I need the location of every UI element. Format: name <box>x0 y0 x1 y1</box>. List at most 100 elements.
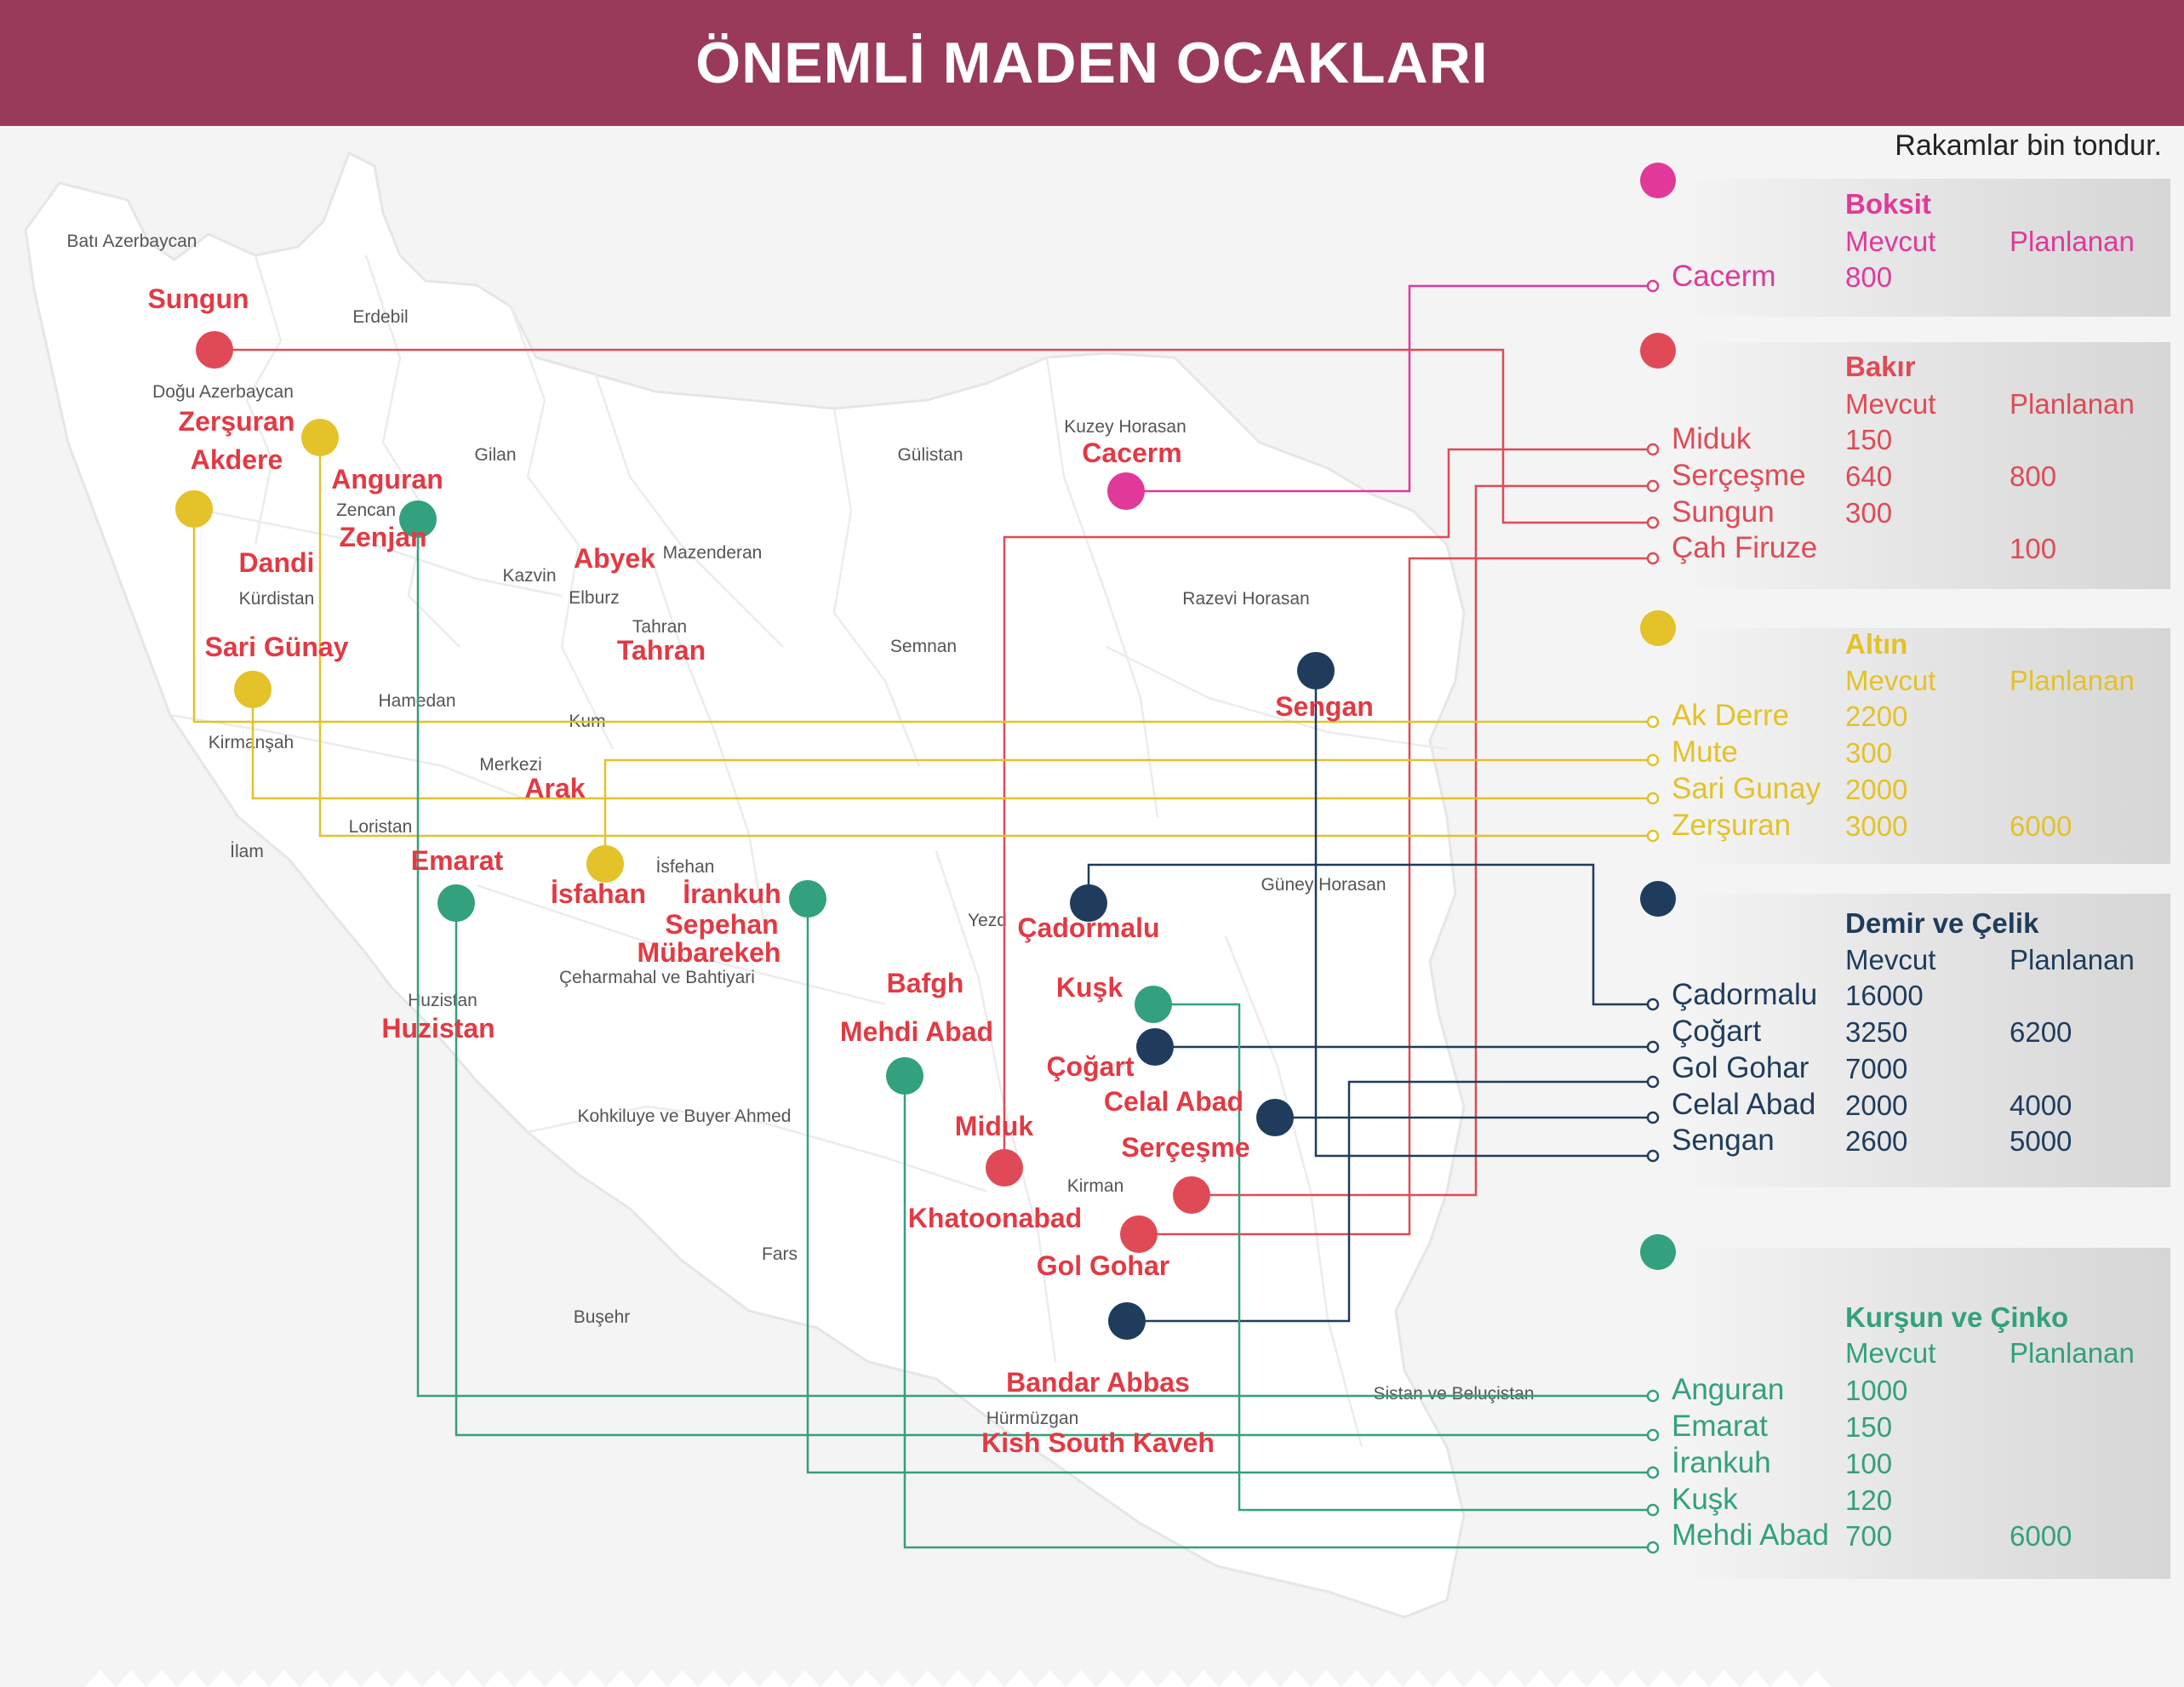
legend-row-current: 300 <box>1845 496 1893 529</box>
mine-label-anguran: Anguran <box>331 464 443 495</box>
mine-marker-kursun <box>789 880 826 918</box>
legend-row-current: 1000 <box>1845 1374 1908 1406</box>
legend-row-name-mute: Mute <box>1672 735 1738 769</box>
legend-row-name-ak-derre: Ak Derre <box>1672 699 1790 733</box>
legend-row-current: 700 <box>1845 1519 1893 1552</box>
connector-line-kursun <box>455 903 1653 1437</box>
legend-row-current: 2600 <box>1845 1124 1908 1157</box>
mine-label-tahran: Tahran <box>617 635 706 666</box>
province-label-g-listan: Gülistan <box>897 445 963 465</box>
mine-marker-altin <box>175 490 213 528</box>
legend-row-current: 2000 <box>1845 1089 1908 1121</box>
mine-label-sungun: Sungun <box>147 283 249 314</box>
legend-row-planned: 6000 <box>2010 809 2073 842</box>
legend-col-current: Mevcut <box>1845 943 1936 975</box>
legend-row-name-sungun: Sungun <box>1672 495 1775 529</box>
mine-markers <box>175 331 1335 1340</box>
mine-label-dandi: Dandi <box>239 547 315 578</box>
connector-end-demir <box>1646 1149 1660 1163</box>
legend-dot-bakir <box>1640 333 1676 369</box>
mine-labels: SungunZerşuranAkdereAnguranZenjanDandiSa… <box>147 283 1373 1458</box>
legend-panel-kursun <box>1681 1248 2170 1579</box>
mine-label-gol-gohar: Gol Gohar <box>1037 1250 1169 1281</box>
province-label-razevi-horasan: Razevi Horasan <box>1182 589 1309 609</box>
unit-note: Rakamlar bin tondur. <box>1895 129 2162 162</box>
province-label-do-u-azerbaycan: Doğu Azerbaycan <box>152 382 294 402</box>
mine-marker-kursun <box>1135 986 1172 1023</box>
legend-row-planned: 6200 <box>2010 1015 2073 1048</box>
mine-label-bandar-abbas: Bandar Abbas <box>1006 1367 1190 1398</box>
connector-line-kursun <box>1153 1003 1653 1512</box>
connector-end-demir <box>1646 1111 1660 1124</box>
legend-row-name-zer-uran: Zerşuran <box>1672 809 1792 843</box>
connector-line-bakir <box>1192 484 1653 1197</box>
province-label-eharmahal-ve-bahtiyari: Çeharmahal ve Bahtiyari <box>559 968 755 987</box>
mine-label-adormalu: Çadormalu <box>1017 912 1159 943</box>
province-label-g-ney-horasan: Güney Horasan <box>1261 875 1386 895</box>
connector-end-altin <box>1646 715 1660 729</box>
legend-row-planned: 4000 <box>2010 1089 2073 1121</box>
legend-row-current: 800 <box>1845 260 1893 293</box>
mine-marker-demir <box>1297 652 1335 689</box>
mine-marker-demir <box>1070 884 1107 922</box>
connector-line-demir <box>1314 671 1653 1158</box>
legend-col-planned: Planlanan <box>2010 664 2135 696</box>
province-label-yezd: Yezd <box>968 911 1007 930</box>
legend-row-current: 150 <box>1845 1410 1893 1443</box>
connector-end-altin <box>1646 753 1660 767</box>
mine-label-cacerm: Cacerm <box>1082 437 1181 468</box>
legend-category-dots <box>1640 163 1676 1270</box>
legend-col-planned: Planlanan <box>2010 943 2135 975</box>
legend-title-kursun: Kurşun ve Çinko <box>1845 1301 2069 1333</box>
mine-label-khatoonabad: Khatoonabad <box>908 1203 1082 1233</box>
mine-marker-altin <box>301 419 339 456</box>
mine-marker-bakir <box>196 331 233 369</box>
connector-end-altin <box>1646 829 1660 843</box>
province-label-bat-azerbaycan: Batı Azerbaycan <box>67 232 197 251</box>
mine-label-arak: Arak <box>524 773 585 803</box>
mine-marker-demir <box>1256 1099 1294 1136</box>
legend-row-planned: 800 <box>2010 460 2057 492</box>
bottom-decoration <box>85 1670 1832 1687</box>
legend-row-current: 2000 <box>1845 773 1908 805</box>
mine-marker-kursun <box>399 500 437 538</box>
province-label-loristan: Loristan <box>349 817 413 837</box>
mine-marker-bakir <box>1120 1215 1158 1253</box>
mine-marker-altin <box>234 671 272 708</box>
legend-col-current: Mevcut <box>1845 664 1936 696</box>
legend-row-current: 300 <box>1845 736 1893 769</box>
legend-panel-boksit <box>1681 179 2170 317</box>
legend-row-name-gol-gohar: Gol Gohar <box>1672 1051 1810 1085</box>
connector-end-demir <box>1646 1075 1660 1089</box>
connector-line-altin <box>251 689 1653 800</box>
legend-row-current: 2200 <box>1845 700 1908 732</box>
connector-line-altin <box>192 509 1653 723</box>
province-label-i-sfehan: İsfehan <box>656 857 715 877</box>
legend-panel-bakir <box>1681 342 2170 589</box>
connector-line-bakir <box>1003 448 1653 1168</box>
legend-row-name-adormalu: Çadormalu <box>1672 978 1818 1012</box>
mine-marker-altin <box>586 845 624 883</box>
legend-col-planned: Planlanan <box>2010 225 2135 257</box>
connector-end-kursun <box>1646 1428 1660 1442</box>
province-label-huzistan: Huzistan <box>408 991 477 1010</box>
province-label-sistan-ve-belu-istan: Sistan ve Beluçistan <box>1373 1384 1534 1404</box>
mine-label-sengan: Sengan <box>1275 691 1374 722</box>
connector-line-altin <box>603 758 1653 864</box>
legend-title-altin: Altın <box>1845 627 1908 660</box>
connector-end-bakir <box>1646 443 1660 456</box>
mine-label-m-barekeh: Mübarekeh <box>637 937 781 968</box>
mine-marker-boksit <box>1107 472 1145 510</box>
mine-label-ku-k: Kuşk <box>1056 972 1123 1003</box>
connector-end-demir <box>1646 998 1660 1011</box>
legend-row-current: 640 <box>1845 460 1893 492</box>
mine-label-abyek: Abyek <box>574 543 655 574</box>
mine-label-emarat: Emarat <box>411 845 504 876</box>
mine-label-i-sfahan: İsfahan <box>551 878 646 909</box>
province-label-kazvin: Kazvin <box>502 566 556 586</box>
legend-row-name-sari-gunay: Sari Gunay <box>1672 772 1821 806</box>
mine-marker-bakir <box>1173 1176 1210 1214</box>
legend-row-current: 150 <box>1845 423 1893 455</box>
legend-row-current: 100 <box>1845 1447 1893 1479</box>
